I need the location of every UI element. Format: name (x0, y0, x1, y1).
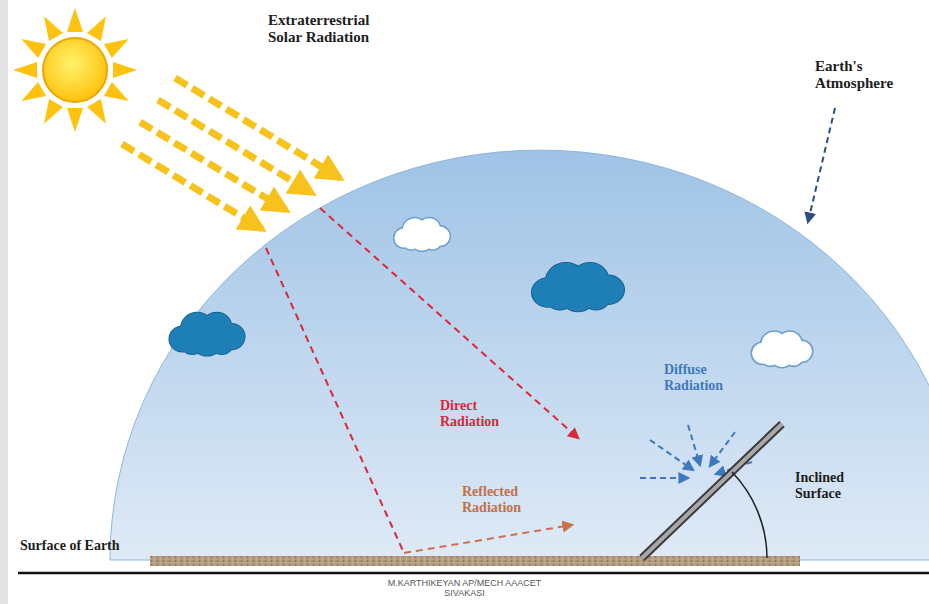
direct-ray (320, 208, 578, 438)
cloud (752, 332, 812, 367)
atmosphere-label: Earth's Atmosphere (815, 58, 915, 93)
cloud (394, 218, 449, 250)
footer-credit: M.KARTHIKEYAN AP/MECH AAACET SIVAKASI (372, 578, 557, 599)
ground-strip (150, 556, 800, 566)
surface-label: Inclined Surface (795, 470, 880, 502)
sun (13, 8, 137, 132)
cloud (532, 263, 624, 312)
pointer-line (808, 108, 835, 222)
direct-label: Direct Radiation (440, 398, 520, 430)
inclined-surface (642, 424, 782, 558)
page-edge (0, 0, 8, 604)
reflected-label: Reflected Radiation (462, 484, 552, 516)
ground-line (18, 572, 929, 575)
solar-rays (122, 78, 340, 229)
ground-label: Surface of Earth (20, 538, 160, 554)
diffuse-label: Diffuse Radiation (664, 362, 749, 394)
ground-ray (266, 248, 404, 553)
ray-label: Extraterrestrial Solar Radiation (268, 12, 403, 47)
cloud (169, 313, 244, 356)
reflected-ray (404, 525, 572, 553)
